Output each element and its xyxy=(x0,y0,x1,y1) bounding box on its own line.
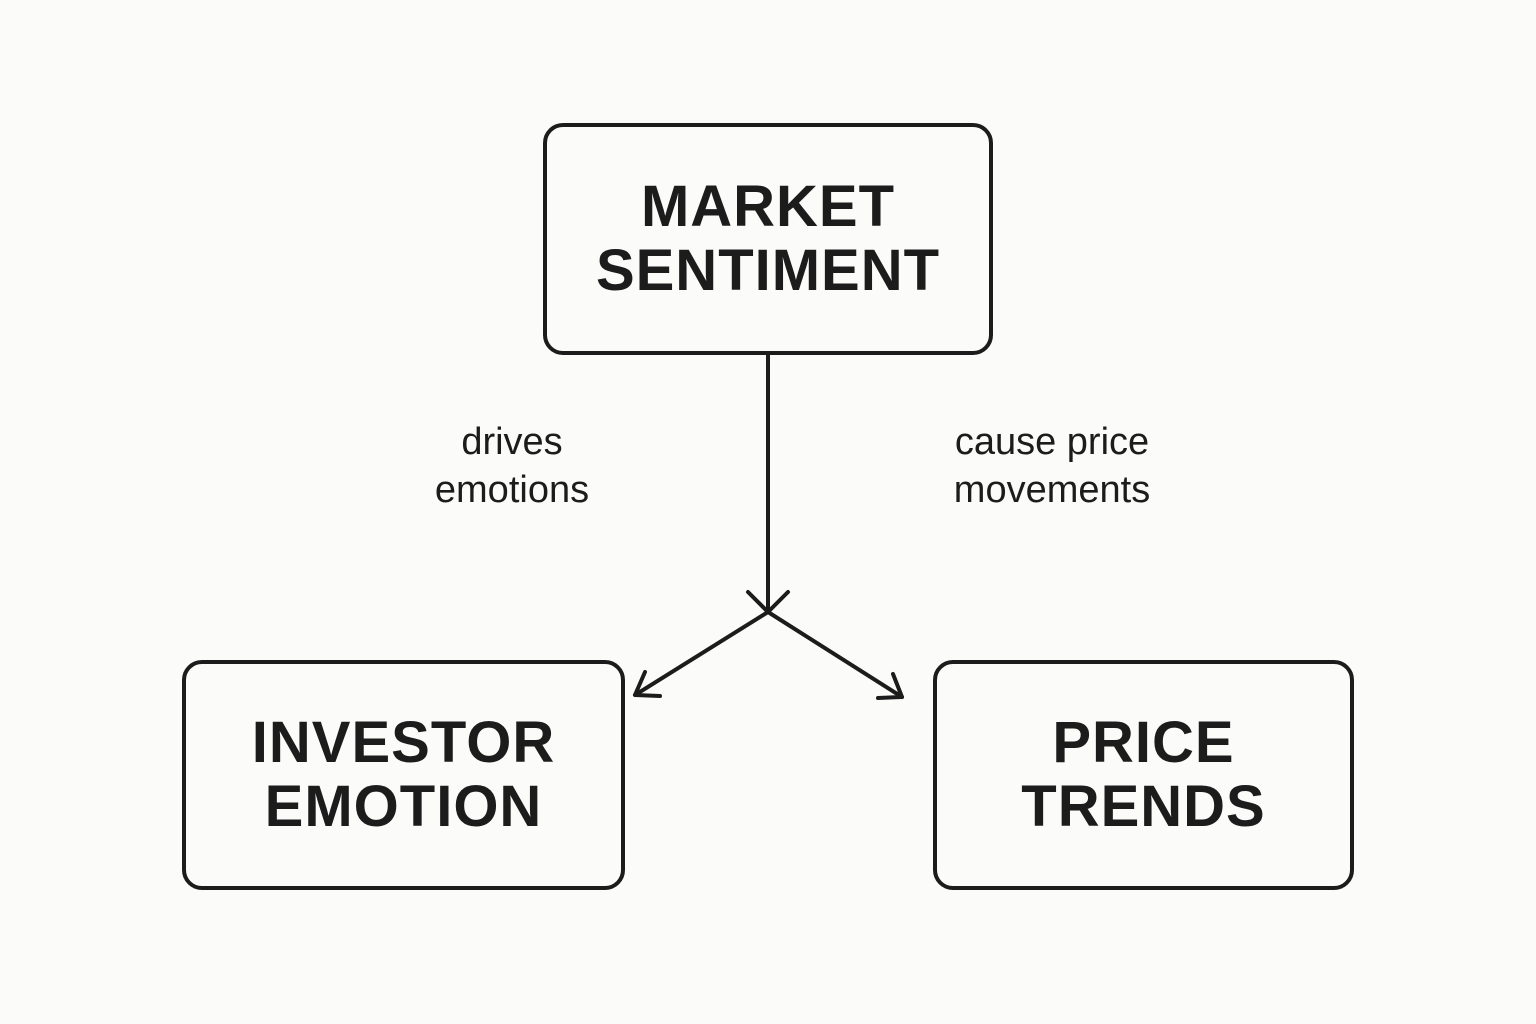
market-sentiment-node: MARKET SENTIMENT xyxy=(543,123,993,355)
investor-emotion-label: INVESTOR EMOTION xyxy=(251,710,556,839)
market-sentiment-label: MARKET SENTIMENT xyxy=(595,174,941,303)
price-trends-node: PRICE TRENDS xyxy=(933,660,1354,890)
branch-arrowhead-price xyxy=(876,672,904,700)
branch-line-price xyxy=(766,610,904,699)
cause-price-movements-label: cause price movements xyxy=(953,421,1151,511)
branch-line-investor xyxy=(633,610,770,697)
drives-emotions-label: drives emotions xyxy=(434,421,590,511)
investor-emotion-node: INVESTOR EMOTION xyxy=(182,660,625,890)
branch-arrowhead-investor xyxy=(633,670,662,698)
trunk-arrowhead xyxy=(746,590,790,614)
price-trends-label: PRICE TRENDS xyxy=(1021,710,1266,839)
